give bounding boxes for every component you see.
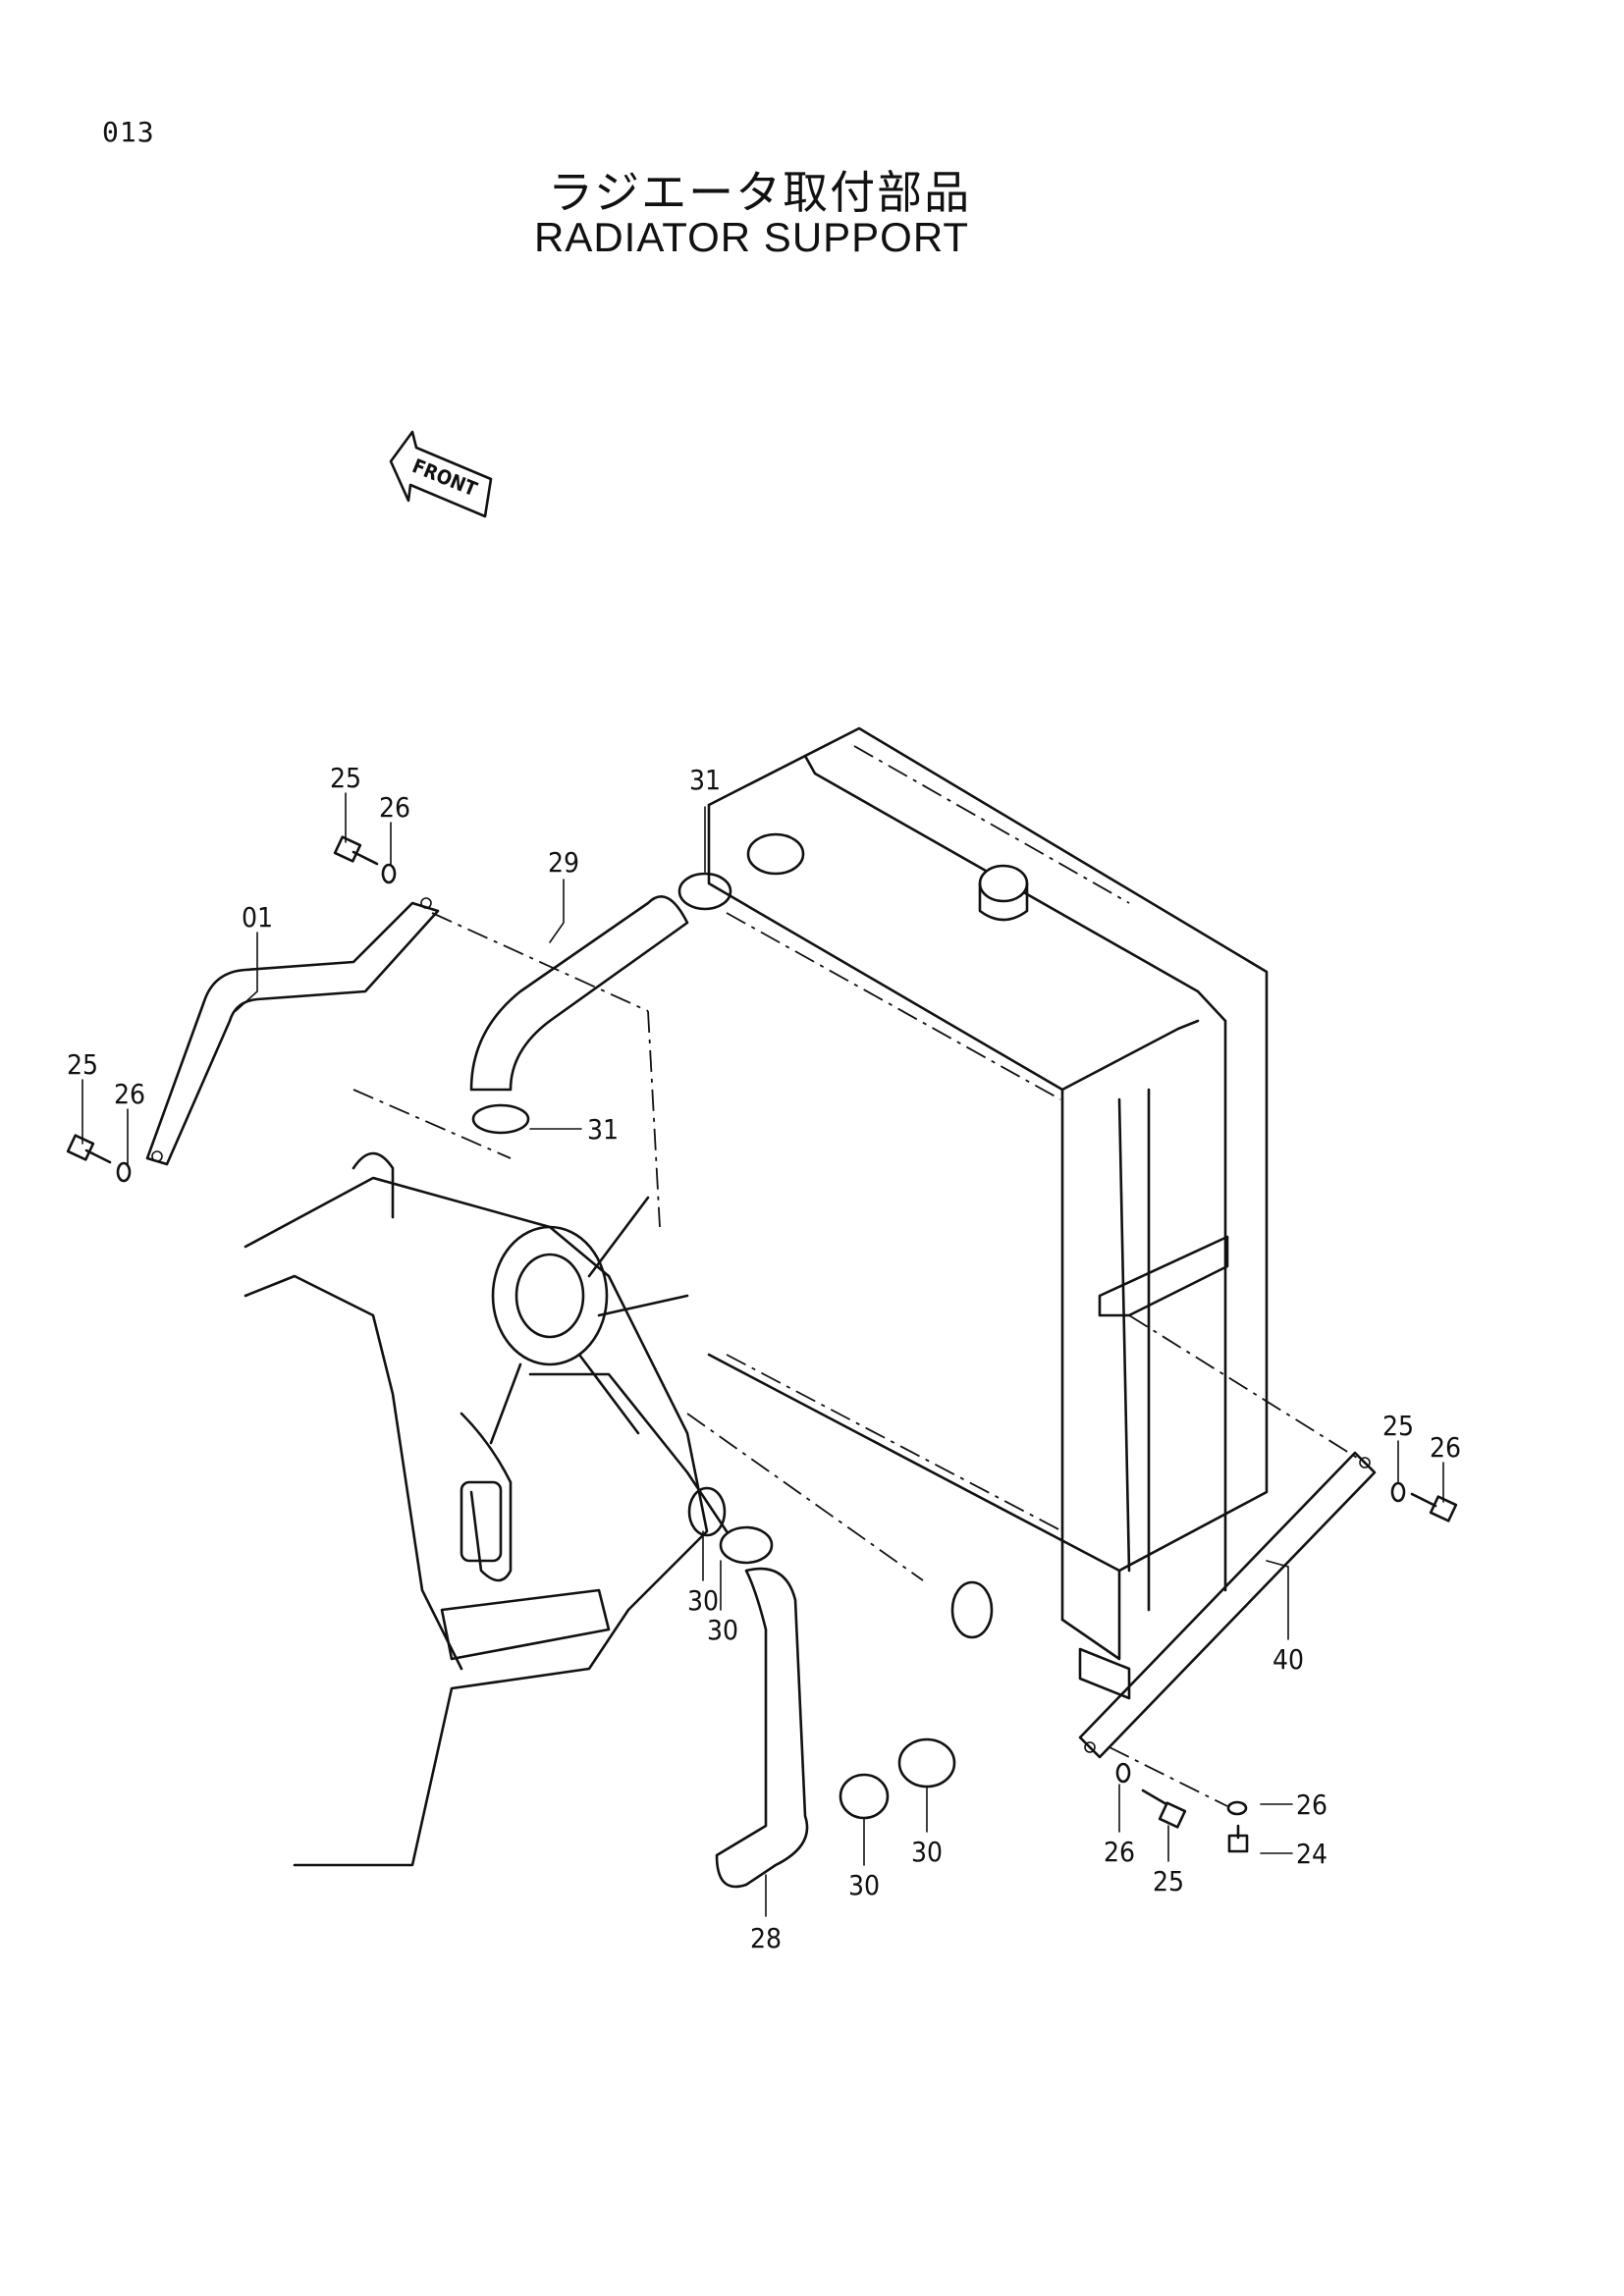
callout-26: 26 xyxy=(1104,1836,1135,1868)
leader-lines xyxy=(81,792,1444,1917)
radiator xyxy=(707,726,1269,1700)
callout-31: 31 xyxy=(587,1113,619,1146)
engine xyxy=(244,1151,729,1867)
page-title-japanese: ラジエータ取付部品 xyxy=(548,166,972,219)
callout-26: 26 xyxy=(1430,1431,1461,1464)
callout-31: 31 xyxy=(689,764,721,796)
front-arrow: FRONT xyxy=(389,430,493,518)
callout-26: 26 xyxy=(114,1078,145,1110)
callout-24: 24 xyxy=(1296,1838,1327,1870)
stay-01 xyxy=(145,897,440,1166)
callout-28: 28 xyxy=(750,1922,782,1954)
callout-30: 30 xyxy=(687,1584,719,1617)
callout-30: 30 xyxy=(848,1869,880,1901)
upper-hose xyxy=(469,895,689,1092)
fasteners xyxy=(66,835,1458,1853)
callout-25: 25 xyxy=(330,762,361,794)
page-title: RADIATOR SUPPORT xyxy=(534,214,970,260)
callout-01: 01 xyxy=(242,901,273,934)
hose-clamps xyxy=(471,872,956,1820)
callout-25: 25 xyxy=(67,1048,98,1081)
callout-40: 40 xyxy=(1272,1643,1304,1676)
page-number: 013 xyxy=(102,116,155,148)
callout-30: 30 xyxy=(707,1614,738,1646)
lower-hose xyxy=(715,1567,809,1889)
callout-26: 26 xyxy=(379,791,410,824)
callout-29: 29 xyxy=(548,846,579,879)
callout-26: 26 xyxy=(1296,1789,1327,1821)
stay-40 xyxy=(1078,1451,1377,1759)
callout-labels: 25 26 01 25 26 31 29 31 30 30 28 30 30 2… xyxy=(67,762,1461,1954)
center-lines xyxy=(352,912,1366,1807)
callout-25: 25 xyxy=(1153,1865,1184,1897)
callout-30: 30 xyxy=(911,1836,943,1868)
callout-25: 25 xyxy=(1382,1410,1414,1442)
